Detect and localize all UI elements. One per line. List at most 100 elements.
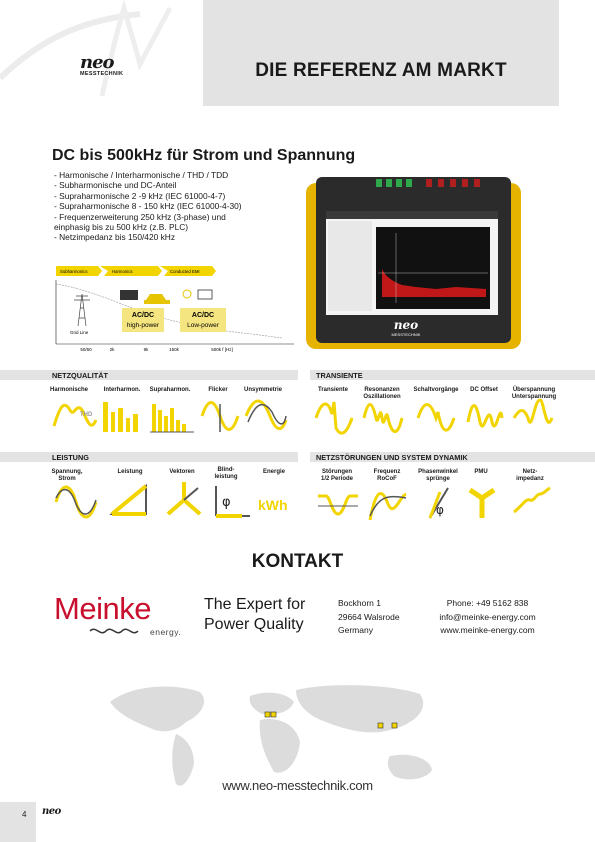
item-transiente: Transiente xyxy=(317,387,348,393)
neo-logo: neo MESSTECHNIK xyxy=(80,52,140,77)
category-leistung: LEISTUNG xyxy=(52,453,89,462)
box-high-power xyxy=(122,308,164,332)
svg-text:AC/DC: AC/DC xyxy=(132,312,154,319)
phase-angle-jump-icon: φ xyxy=(428,487,449,519)
feature-item: - Supraharmonische 8 - 150 kHz (IEC 6100… xyxy=(54,201,242,212)
axis-tick: 9k xyxy=(144,347,150,352)
item-supraharmon: Supraharmon. xyxy=(149,387,191,393)
category-bar-netzstoerungen xyxy=(310,452,595,462)
neo-logo-word: neo xyxy=(80,52,115,73)
grid-line-label: Grid Line xyxy=(70,330,89,335)
feature-item: einphasig bis zu 500 kHz (z.B. PLC) xyxy=(54,222,189,233)
tagline-line: The Expert for xyxy=(204,596,306,613)
harmonics-wave-icon: THD xyxy=(52,403,98,427)
page-title: DIE REFERENZ AM MARKT xyxy=(255,60,507,81)
svg-text:Low-power: Low-power xyxy=(187,322,220,329)
feature-item: - Netzimpedanz bis 150/420 kHz xyxy=(54,232,176,243)
item-unsymmetrie: Unsymmetrie xyxy=(243,387,282,393)
meinke-logo-sub: energy. xyxy=(150,627,182,637)
item-phasenwinkel: Phasenwinkel sprünge xyxy=(418,469,458,482)
overvoltage-wave-icon xyxy=(512,398,554,424)
laptop-icon xyxy=(197,289,213,300)
web-link[interactable]: www.meinke-energy.com xyxy=(440,625,535,635)
item-interharmon: Interharmon. xyxy=(103,387,141,393)
interharmonics-bars-icon xyxy=(103,402,138,432)
category-netzstoerungen: NETZSTÖRUNGEN UND SYSTEM DYNAMIK xyxy=(316,453,468,462)
axis-tick: 500k f [Hz] xyxy=(211,347,233,352)
power-triangle-icon xyxy=(109,483,148,516)
item-spannung-strom: Spannung, Strom xyxy=(51,469,83,482)
svg-text:kWh: kWh xyxy=(258,497,288,513)
item-frequenz-rocof: Frequenz RoCoF xyxy=(373,469,401,482)
header-band xyxy=(203,0,559,106)
switching-wave-icon xyxy=(416,403,456,432)
band-harmonics: Harmonics xyxy=(112,269,133,274)
pmu-icon xyxy=(468,487,496,518)
bulb-icon xyxy=(182,289,192,299)
footer-band xyxy=(0,802,36,842)
voltage-current-wave-icon xyxy=(54,485,98,519)
axis-tick: 2k xyxy=(110,347,116,352)
category-bar-netzqualitaet xyxy=(0,370,298,380)
category-bar-leistung xyxy=(0,452,298,462)
category-bar-transiente xyxy=(310,370,595,380)
car-icon xyxy=(144,294,170,304)
website-url[interactable]: www.neo-messtechnik.com xyxy=(222,778,373,793)
item-vektoren: Vektoren xyxy=(169,469,195,475)
item-flicker: Flicker xyxy=(208,387,228,393)
band-conducted-emi: Conducted EMI xyxy=(170,269,200,274)
flicker-wave-icon xyxy=(200,401,240,432)
supraharmonics-bars-icon xyxy=(150,404,194,433)
feature-item: - Harmonische / Interharmonische / THD /… xyxy=(54,170,229,180)
device-image: neo MESSTECHNIK xyxy=(306,177,521,349)
item-pmu: PMU xyxy=(474,469,488,475)
feature-item: - Frequenzerweiterung 250 kHz (3-phase) … xyxy=(54,211,226,222)
email-link[interactable]: info@meinke-energy.com xyxy=(439,611,536,622)
axis-tick: 150k xyxy=(169,347,180,352)
feature-list: - Harmonische / Interharmonische / THD /… xyxy=(54,170,304,243)
address: Bockhorn 1 29664 Walsrode Germany xyxy=(338,597,400,638)
svg-text:φ: φ xyxy=(436,503,444,517)
section-title: DC bis 500kHz für Strom und Spannung xyxy=(52,147,356,164)
svg-text:AC/DC: AC/DC xyxy=(192,312,214,319)
svg-text:high-power: high-power xyxy=(127,322,160,329)
contact-info: Phone: +49 5162 838 info@meinke-energy.c… xyxy=(420,597,555,638)
item-ueberspannung: Überspannung Unterspannung xyxy=(511,387,557,400)
box-low-power xyxy=(180,308,226,332)
world-map xyxy=(110,685,432,786)
frequency-rocof-icon xyxy=(368,492,407,521)
pylon-icon xyxy=(74,293,90,327)
category-transiente: TRANSIENTE xyxy=(316,371,363,380)
vector-diagram-icon xyxy=(166,482,202,516)
transient-wave-icon xyxy=(314,401,354,435)
item-schaltvorgaenge: Schaltvorgänge xyxy=(413,387,459,393)
reactive-power-icon: φ xyxy=(215,486,250,518)
meinke-wave-icon xyxy=(89,628,139,634)
device-brand: neo xyxy=(394,318,418,332)
energy-kwh-icon: kWh xyxy=(258,497,288,513)
location-marker xyxy=(377,722,384,729)
item-dc-offset: DC Offset xyxy=(470,387,498,393)
neo-logo-sub: MESSTECHNIK xyxy=(80,71,124,77)
footer-logo: neo xyxy=(42,806,61,817)
item-netzimpedanz: Netz- impedanz xyxy=(516,469,544,482)
dc-offset-wave-icon xyxy=(466,404,504,428)
svg-text:φ: φ xyxy=(222,495,231,510)
category-netzqualitaet: NETZQUALITÄT xyxy=(52,371,108,380)
header-swoosh-decoration xyxy=(0,0,173,97)
meinke-logo-word: Meinke xyxy=(54,591,151,626)
location-marker xyxy=(264,711,271,718)
item-stoerungen: Störungen 1/2 Periode xyxy=(320,469,353,482)
item-blindleistung: Blind- leistung xyxy=(214,467,238,480)
kontakt-heading: KONTAKT xyxy=(251,551,344,572)
item-harmonische: Harmonische xyxy=(49,387,88,393)
tagline-line: Power Quality xyxy=(204,616,304,633)
item-resonanzen: Resonanzen Oszillationen xyxy=(363,387,401,400)
item-energie: Energie xyxy=(262,469,285,475)
solar-panel-icon xyxy=(120,290,138,300)
location-marker xyxy=(391,722,398,729)
resonance-wave-icon xyxy=(362,403,404,433)
tagline: The Expert for Power Quality xyxy=(204,595,305,635)
feature-item: - Subharmonische und DC-Anteil xyxy=(54,180,177,191)
address-line: Germany xyxy=(338,625,373,635)
